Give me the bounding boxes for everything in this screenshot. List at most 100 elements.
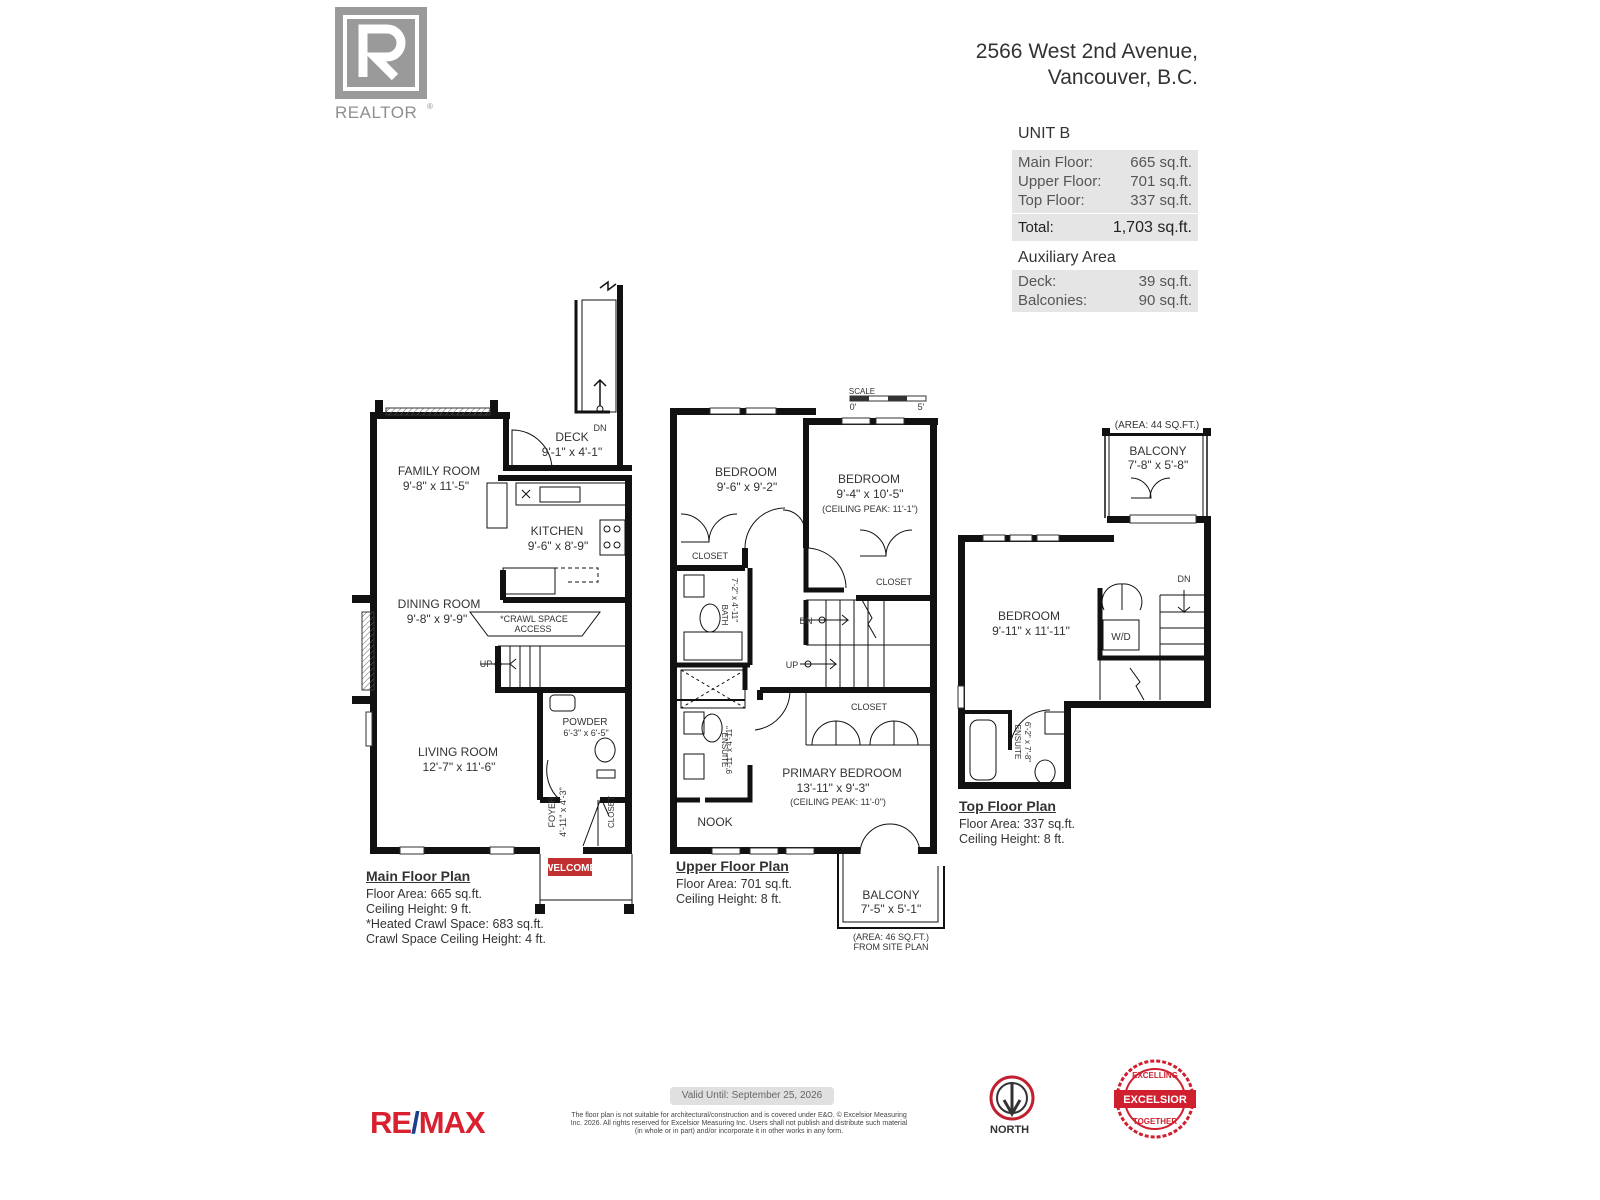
top-ensuite-dim: 6'-2" x 7'-8" xyxy=(1023,722,1032,762)
main-floor-area: Floor Area: 665 sq.ft. xyxy=(366,887,483,901)
upper-floor-ceiling: Ceiling Height: 8 ft. xyxy=(676,892,782,906)
primary-closet-label: CLOSET xyxy=(851,702,888,712)
upper-up-label: UP xyxy=(786,660,799,670)
upper-balcony-label: BALCONY xyxy=(862,888,919,902)
foyer-dim: 4'-11" x 4'-3" xyxy=(558,787,568,837)
ensuite-dim: 9'-11" x 4'-11" xyxy=(725,726,734,774)
bath-dim: 7'-2" x 4'-11" xyxy=(730,578,739,622)
upper-balcony-area: (AREA: 46 SQ.FT.) xyxy=(853,932,929,942)
main-floor-caption: Main Floor Plan Floor Area: 665 sq.ft. C… xyxy=(366,868,546,947)
total-value: 1,703 sq.ft. xyxy=(1112,219,1192,236)
bedroom-1-closet-label: CLOSET xyxy=(692,551,729,561)
living-room-dim: 12'-7" x 11'-6" xyxy=(423,760,496,774)
north-label: NORTH xyxy=(990,1124,1030,1136)
top-balcony-area: (AREA: 44 SQ.FT.) xyxy=(1115,420,1199,431)
dining-room-dim: 9'-8" x 9'-9" xyxy=(407,612,467,626)
area-row-label: Top Floor: xyxy=(1018,192,1085,209)
unit-title: UNIT B xyxy=(1018,125,1071,142)
remax-logo-part-2: MAX xyxy=(418,1105,486,1140)
aux-row-label: Balconies: xyxy=(1018,292,1088,309)
north-arrow-icon xyxy=(989,1075,1035,1121)
area-row-value: 337 sq.ft. xyxy=(1130,192,1192,209)
foyer-label: FOYER xyxy=(547,796,557,828)
excelsior-seal-icon xyxy=(1114,1059,1196,1139)
scale-label: SCALE xyxy=(849,387,875,396)
registered-mark: ® xyxy=(427,102,433,111)
deck-dn-label: DN xyxy=(594,423,607,433)
area-row-value: 665 sq.ft. xyxy=(1130,154,1192,171)
top-floor-caption: Top Floor Plan Floor Area: 337 sq.ft. Ce… xyxy=(959,798,1075,847)
area-row-label: Upper Floor: xyxy=(1018,173,1102,190)
aux-row: Balconies: 90 sq.ft. xyxy=(1012,291,1198,310)
washer-dryer-label: W/D xyxy=(1111,632,1130,643)
top-balcony-dim: 7'-8" x 5'-8" xyxy=(1128,458,1188,472)
top-bedroom-label: BEDROOM xyxy=(998,609,1060,623)
aux-row-label: Deck: xyxy=(1018,273,1057,290)
total-row: Total:1,703 sq.ft. xyxy=(1012,214,1198,241)
upper-floor-caption: Upper Floor Plan Floor Area: 701 sq.ft. … xyxy=(676,858,792,907)
powder-label: POWDER xyxy=(563,717,608,728)
upper-floor-plan xyxy=(670,395,945,929)
foyer-closet-label: CLOSET xyxy=(607,796,616,828)
area-table: Main Floor: 665 sq.ft. Upper Floor: 701 sq… xyxy=(1012,150,1198,213)
main-floor-ceiling: Ceiling Height: 9 ft. xyxy=(366,902,472,916)
seal-top-text: EXCELLING xyxy=(1132,1071,1178,1080)
area-row: Upper Floor: 701 sq.ft. xyxy=(1012,172,1198,191)
main-floor-crawl-area: *Heated Crawl Space: 683 sq.ft. xyxy=(366,917,544,931)
area-row-value: 701 sq.ft. xyxy=(1130,173,1192,190)
area-row: Main Floor: 665 sq.ft. xyxy=(1012,153,1198,172)
aux-table: Deck:39 sq.ft. Balconies: 90 sq.ft. xyxy=(1012,270,1198,312)
bedroom-1-dim: 9'-6" x 9'-2" xyxy=(717,480,777,494)
top-bedroom-dim: 9'-11" x 11'-11" xyxy=(992,624,1070,638)
main-floor-plan xyxy=(352,280,634,914)
area-row-label: Main Floor: xyxy=(1018,154,1094,171)
primary-bedroom-dim: 13'-11" x 9'-3" xyxy=(797,781,870,795)
bedroom-2-dim: 9'-4" x 10'-5" xyxy=(836,487,903,501)
crawl-space-label-1: *CRAWL SPACE xyxy=(500,614,568,624)
top-floor-ceiling: Ceiling Height: 8 ft. xyxy=(959,832,1065,846)
nook-label: NOOK xyxy=(697,815,732,829)
valid-until-badge: Valid Until: September 25, 2026 xyxy=(670,1087,834,1105)
seal-bottom-text: TOGETHER xyxy=(1133,1117,1178,1126)
upper-dn-label: DN xyxy=(800,616,813,626)
aux-row: Deck:39 sq.ft. xyxy=(1012,272,1198,291)
deck-dim: 9'-1" x 4'-1" xyxy=(542,445,602,459)
bedroom-2-note: (CEILING PEAK: 11'-1") xyxy=(822,504,918,514)
living-room-label: LIVING ROOM xyxy=(418,745,498,759)
main-floor-caption-title: Main Floor Plan xyxy=(366,868,471,884)
aux-row-value: 90 sq.ft. xyxy=(1138,292,1192,309)
bath-label: BATH xyxy=(720,605,729,626)
upper-balcony-dim: 7'-5" x 5'-1" xyxy=(861,902,921,916)
address-line-2: Vancouver, B.C. xyxy=(1047,66,1198,89)
top-ensuite-label: ENSUITE xyxy=(1013,725,1022,760)
kitchen-label: KITCHEN xyxy=(531,524,584,538)
legal-disclaimer: The floor plan is not suitable for archi… xyxy=(570,1112,908,1135)
primary-bedroom-note: (CEILING PEAK: 11'-0") xyxy=(790,797,886,807)
main-floor-crawl-ceiling: Crawl Space Ceiling Height: 4 ft. xyxy=(366,932,546,946)
powder-dim: 6'-3" x 6'-5" xyxy=(563,728,608,738)
seal-mid-text: EXCELSIOR xyxy=(1123,1094,1187,1106)
remax-logo: RE/MAX xyxy=(370,1105,486,1141)
deck-label: DECK xyxy=(555,430,588,444)
realtor-wordmark: REALTOR xyxy=(335,103,418,122)
scale-start: 0' xyxy=(850,402,857,412)
bedroom-1-label: BEDROOM xyxy=(715,465,777,479)
family-room-dim: 9'-8" x 11'-5" xyxy=(403,479,469,493)
bedroom-2-label: BEDROOM xyxy=(838,472,900,486)
remax-logo-part-1: RE xyxy=(370,1105,412,1140)
realtor-logo xyxy=(335,7,427,99)
top-floor-area: Floor Area: 337 sq.ft. xyxy=(959,817,1076,831)
main-up-label: UP xyxy=(480,659,493,669)
aux-title: Auxiliary Area xyxy=(1018,249,1116,266)
realtor-r-icon xyxy=(335,7,427,99)
crawl-space-label-2: ACCESS xyxy=(514,624,551,634)
dining-room-label: DINING ROOM xyxy=(398,597,481,611)
scale-end: 5' xyxy=(918,402,925,412)
top-balcony-label: BALCONY xyxy=(1129,444,1186,458)
top-floor-plan xyxy=(957,428,1211,789)
upper-balcony-source: FROM SITE PLAN xyxy=(853,942,928,952)
top-dn-label: DN xyxy=(1178,574,1191,584)
upper-floor-caption-title: Upper Floor Plan xyxy=(676,858,789,874)
top-floor-caption-title: Top Floor Plan xyxy=(959,798,1056,814)
